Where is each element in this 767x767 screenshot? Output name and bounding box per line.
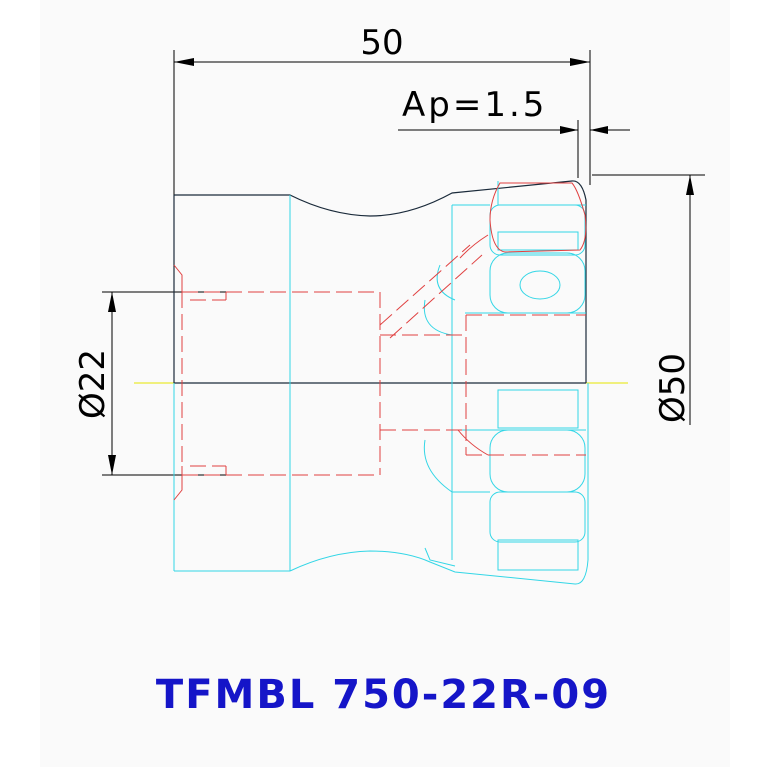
cutter-diameter-dimension: Ø50 (592, 174, 705, 425)
hidden-bore-lines (181, 244, 586, 476)
length-dimension: 50 (173, 23, 591, 195)
insert-detail-red (173, 182, 587, 501)
cutter-diameter-label: Ø50 (653, 353, 693, 423)
depth-of-cut-label: Ap=1.5 (402, 85, 547, 125)
length-label: 50 (360, 23, 403, 63)
insert-pockets-lower (423, 383, 586, 571)
depth-of-cut-dimension: Ap=1.5 (398, 85, 630, 178)
part-number-caption: TFMBL 750-22R-09 (155, 672, 612, 718)
bore-diameter-label: Ø22 (73, 349, 113, 419)
tool-body-lower (173, 383, 589, 585)
insert-pockets-upper (423, 181, 586, 383)
